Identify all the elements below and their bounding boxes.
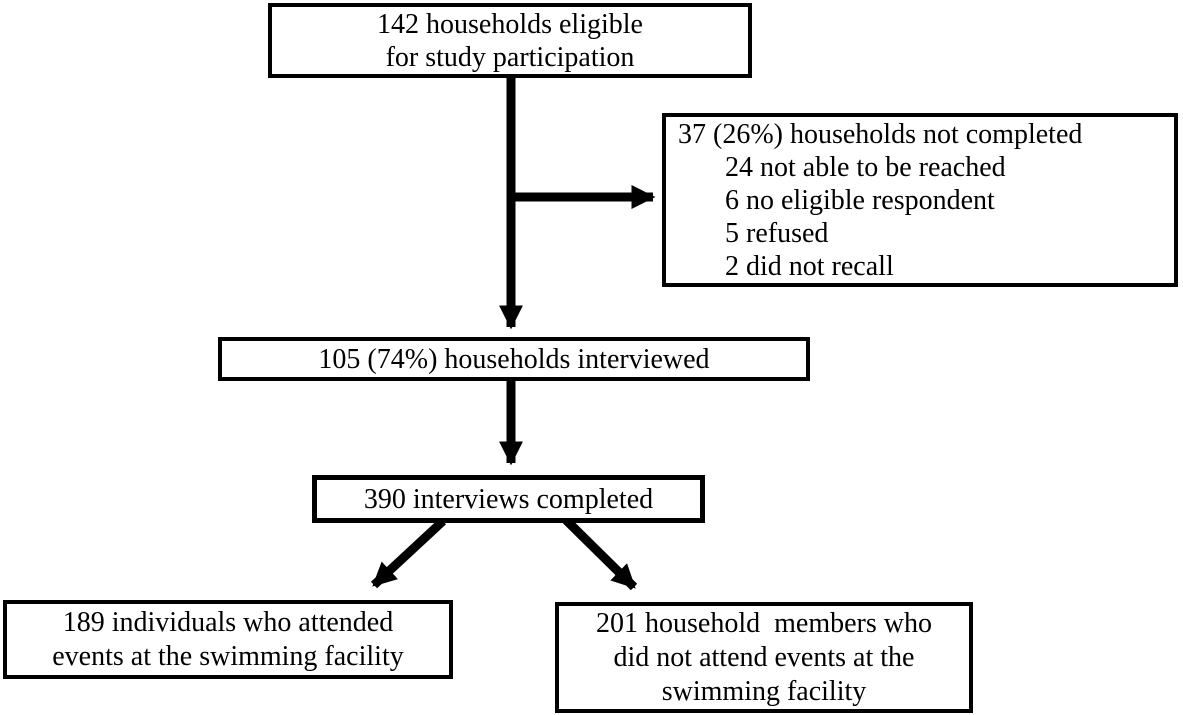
node-did-not-attend-events: 201 household members who did not attend… — [555, 602, 973, 713]
interviews-completed-text: 390 interviews completed — [363, 483, 654, 515]
attended-line-2: events at the swimming facility — [52, 640, 404, 672]
not-attended-line-1: 201 household members who — [596, 607, 932, 639]
not-attended-line-3: swimming facility — [661, 675, 867, 707]
not-attended-line-2: did not attend events at the — [613, 641, 915, 673]
arrow-interviews-to-attended — [370, 517, 447, 589]
not-completed-reason: 24 not able to be reached — [725, 151, 1006, 183]
attended-line-1: 189 individuals who attended — [62, 606, 394, 638]
node-eligible-line-2: for study participation — [385, 41, 635, 73]
households-interviewed-text: 105 (74%) households interviewed — [318, 343, 710, 375]
node-attended-events: 189 individuals who attended events at t… — [3, 600, 453, 679]
not-completed-reason: 2 did not recall — [725, 250, 894, 282]
not-completed-heading: 37 (26%) households not completed — [678, 118, 1083, 150]
node-eligible-households: 142 households eligible for study partic… — [268, 3, 752, 78]
not-completed-reason: 5 refused — [725, 217, 829, 249]
node-eligible-line-1: 142 households eligible — [377, 8, 643, 40]
not-completed-reason: 6 no eligible respondent — [725, 184, 995, 216]
node-interviews-completed: 390 interviews completed — [312, 475, 705, 523]
arrow-interviews-to-not-attended — [562, 516, 638, 591]
node-households-not-completed: 37 (26%) households not completed 24 not… — [662, 113, 1178, 287]
node-households-interviewed: 105 (74%) households interviewed — [218, 337, 810, 381]
